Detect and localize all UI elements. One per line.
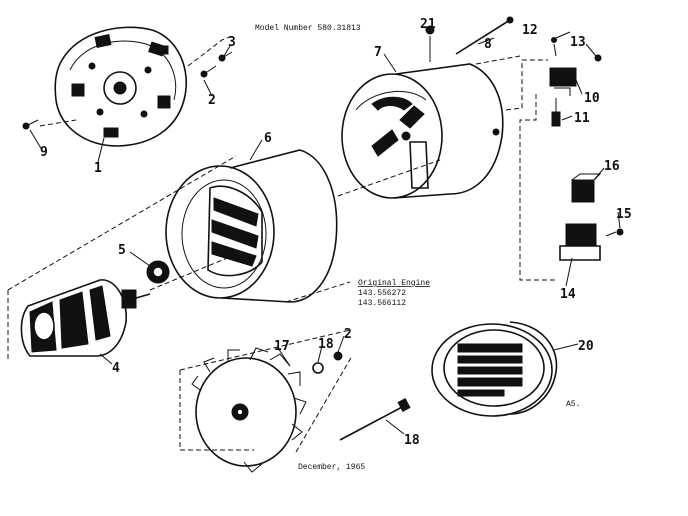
part-fan [191,347,307,473]
part-small-hardware [549,37,602,127]
callout-21: 21 [420,17,436,32]
callout-9: 9 [40,145,48,160]
part-armature [20,279,151,357]
callout-6: 6 [264,131,272,146]
original-engine-title: Original Engine [358,279,430,288]
date-label: December, 1965 [298,463,365,472]
leader-lines [29,27,621,435]
callout-13: 13 [570,35,586,50]
part-bearing [146,260,170,284]
part-rod-8 [455,16,514,55]
callout-2-top: 2 [208,93,216,108]
part-screws-top [22,51,233,130]
callout-11: 11 [574,111,590,126]
part-end-housing [341,63,504,199]
callout-17: 17 [274,339,290,354]
callout-3: 3 [228,35,236,50]
part-relay-assembly [559,173,624,261]
part-end-cap [431,321,558,417]
callout-7: 7 [374,45,382,60]
part-washers-bottom [312,351,343,374]
callout-12: 12 [522,23,538,38]
callout-1: 1 [94,161,102,176]
original-engine-number-2: 143.566112 [358,299,406,308]
part-end-bell [54,26,188,147]
callout-10: 10 [584,91,600,106]
callout-8-top: 8 [484,37,492,52]
callout-4: 4 [112,361,120,376]
callout-16: 16 [604,159,620,174]
part-housing-shell [165,149,338,303]
callout-2-bottom: 2 [344,327,352,342]
model-number-label: Model Number 580.31813 [255,24,361,33]
callout-14: 14 [560,287,576,302]
callout-20: 20 [578,339,594,354]
part-through-bolt [339,398,411,441]
drawing-code: A5. [566,400,580,409]
callout-18-bottom: 18 [404,433,420,448]
callout-5: 5 [118,243,126,258]
original-engine-number-1: 143.556272 [358,289,406,298]
callout-15: 15 [616,207,632,222]
callout-18-top: 18 [318,337,334,352]
